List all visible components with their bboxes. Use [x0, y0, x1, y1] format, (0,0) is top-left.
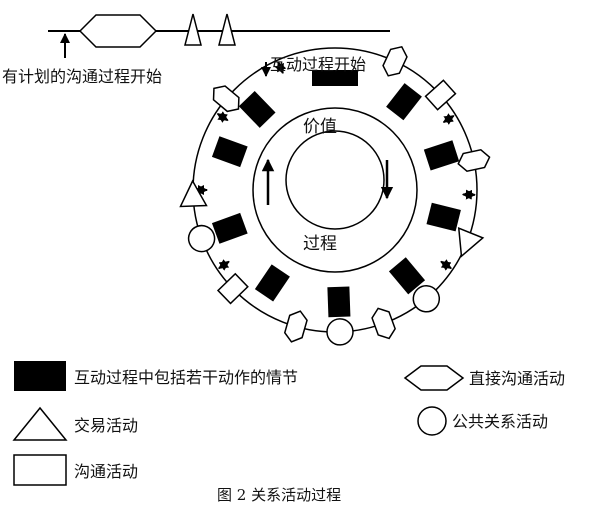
- legend-circle-icon: [417, 406, 447, 436]
- episode-block: [327, 286, 351, 318]
- outer-activity-nodes: [179, 45, 491, 346]
- process-label: 过程: [303, 234, 337, 254]
- direct-communication-node: [283, 310, 308, 343]
- activity-arrow: [218, 259, 230, 271]
- episode-block: [426, 202, 461, 232]
- legend-direct-communication: 直接沟通活动: [469, 369, 565, 388]
- interaction-episodes: [211, 70, 461, 318]
- figure-caption: 图 2 关系活动过程: [217, 486, 341, 504]
- legend-communication: 沟通活动: [74, 462, 138, 481]
- legend-episodes: 互动过程中包括若干动作的情节: [74, 368, 298, 387]
- top-triangle-1: [184, 13, 202, 46]
- interaction-start-label: 互动过程开始: [270, 55, 366, 74]
- activity-arrow: [216, 111, 229, 123]
- transaction-node: [457, 226, 485, 258]
- episode-block: [211, 136, 248, 168]
- direct-communication-node: [371, 307, 396, 340]
- legend-transaction: 交易活动: [74, 416, 138, 435]
- top-triangle-2: [218, 13, 236, 46]
- legend-public-relations: 公共关系活动: [452, 412, 548, 431]
- public-relations-node: [326, 318, 354, 346]
- value-core: [285, 130, 385, 230]
- transaction-node: [179, 179, 208, 208]
- activity-arrow: [440, 259, 452, 271]
- activity-arrow: [274, 61, 287, 75]
- episode-block: [211, 212, 248, 244]
- public-relations-node: [412, 285, 441, 313]
- direct-communication-node: [457, 149, 491, 172]
- inner-ring: [252, 107, 418, 273]
- episode-block: [386, 83, 422, 121]
- episode-block: [423, 140, 460, 171]
- legend-communication-swatch: [13, 454, 67, 486]
- planned-start-label: 有计划的沟通过程开始: [2, 67, 162, 86]
- communication-node: [424, 79, 457, 111]
- episode-block: [238, 90, 276, 128]
- value-label: 价值: [303, 117, 337, 137]
- top-hexagon: [78, 14, 158, 48]
- legend-episode-swatch: [14, 361, 66, 391]
- activity-arrow: [442, 113, 455, 125]
- planned-communication-line: [48, 13, 390, 58]
- episode-block: [254, 264, 290, 302]
- direct-communication-node: [212, 85, 240, 113]
- direct-communication-node: [382, 45, 408, 77]
- legend-triangle-icon: [12, 406, 68, 441]
- episode-block: [388, 257, 426, 295]
- communication-node: [216, 272, 249, 305]
- episode-block: [312, 70, 358, 86]
- legend: 互动过程中包括若干动作的情节 直接沟通活动 交易活动 公共关系活动 沟通活动: [12, 361, 565, 486]
- public-relations-node: [187, 224, 216, 253]
- legend-hexagon-icon: [403, 365, 465, 391]
